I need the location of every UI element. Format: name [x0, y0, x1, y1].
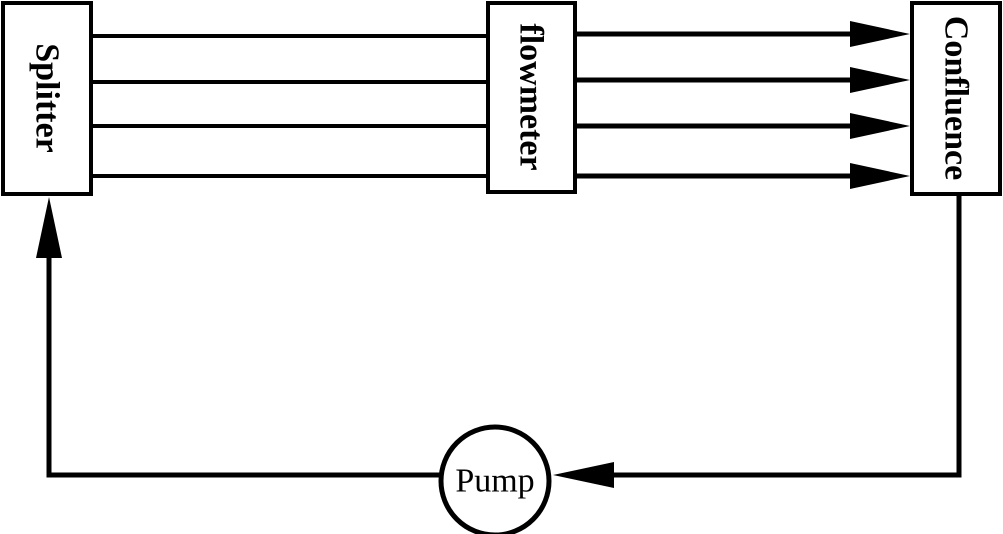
- splitter-to-flowmeter-pipes: [92, 34, 489, 178]
- arrow-pipe-3: [850, 113, 910, 139]
- return-loop: [36, 194, 962, 488]
- arrow-pipe-1: [850, 21, 910, 47]
- splitter-label: Splitter: [29, 43, 66, 153]
- splitter-box: Splitter: [1, 1, 93, 196]
- pump-label: Pump: [455, 463, 534, 500]
- pump: Pump: [438, 424, 552, 534]
- return-pipe-confluence-to-pump: [606, 194, 962, 478]
- return-pipe-pump-to-splitter: [46, 252, 441, 478]
- flowmeter-box: flowmeter: [486, 1, 577, 194]
- flowmeter-to-confluence-pipes: [575, 21, 910, 189]
- arrow-pipe-2: [850, 67, 910, 93]
- confluence-label: Confluence: [938, 16, 975, 180]
- arrow-pipe-4: [850, 163, 910, 189]
- arrow-into-pump: [553, 462, 614, 488]
- confluence-box: Confluence: [910, 1, 1002, 196]
- arrow-into-splitter: [36, 197, 62, 258]
- flowmeter-label: flowmeter: [513, 23, 550, 170]
